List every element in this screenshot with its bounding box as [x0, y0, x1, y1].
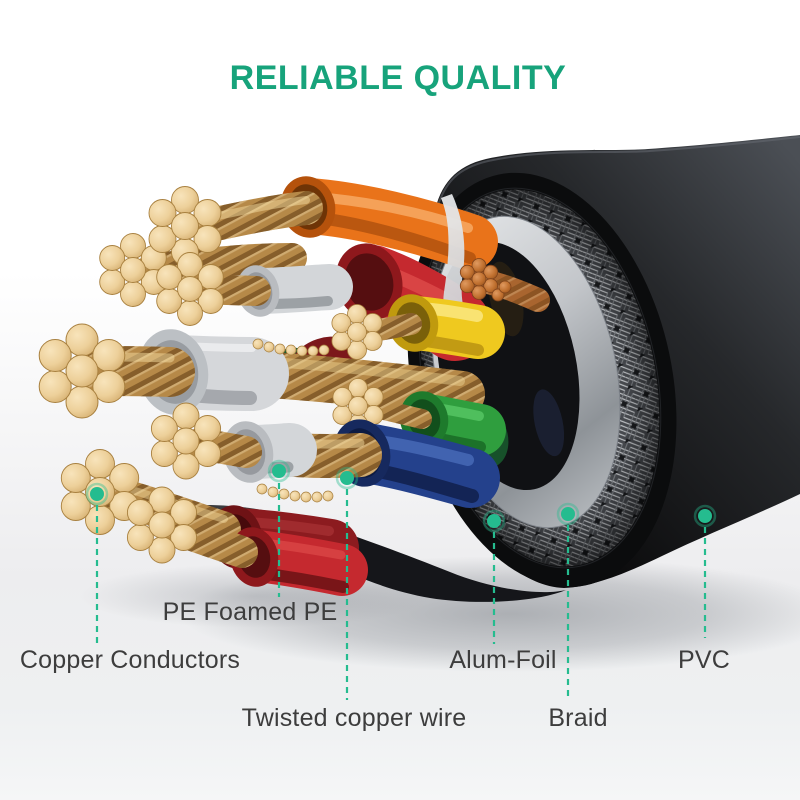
callout-dot-twisted-copper-wire: [335, 466, 359, 490]
callout-dot-pe-foamed-pe: [267, 459, 291, 483]
callout-label-pe-foamed-pe: PE Foamed PE: [162, 598, 338, 626]
copper-strand-cluster: [150, 402, 222, 480]
callout-dot-pvc: [693, 504, 717, 528]
callout-label-alum-foil: Alum-Foil: [449, 646, 557, 674]
copper-strand-cluster: [60, 449, 140, 535]
copper-strand-cluster: [156, 252, 224, 326]
callout-dot-alum-foil: [482, 509, 506, 533]
twisted-copper-group: [459, 258, 550, 312]
callout-label-pvc: PVC: [677, 646, 731, 674]
copper-strand-cluster: [331, 304, 383, 360]
callout-dot-braid: [556, 502, 580, 526]
callout-dot-copper-conductors: [85, 482, 109, 506]
copper-strand-cluster: [38, 323, 126, 419]
strand-bead-chain: [252, 338, 334, 503]
callout-markers: [95, 483, 707, 700]
callout-label-twisted-copper-wire: Twisted copper wire: [241, 704, 467, 732]
copper-strand-cluster: [126, 486, 198, 564]
callout-dots: [85, 459, 717, 533]
copper-strand-cluster: [99, 233, 167, 307]
callout-label-braid: Braid: [548, 704, 608, 732]
page-title: RELIABLE QUALITY: [229, 59, 567, 97]
callout-label-copper-conductors: Copper Conductors: [19, 646, 241, 674]
